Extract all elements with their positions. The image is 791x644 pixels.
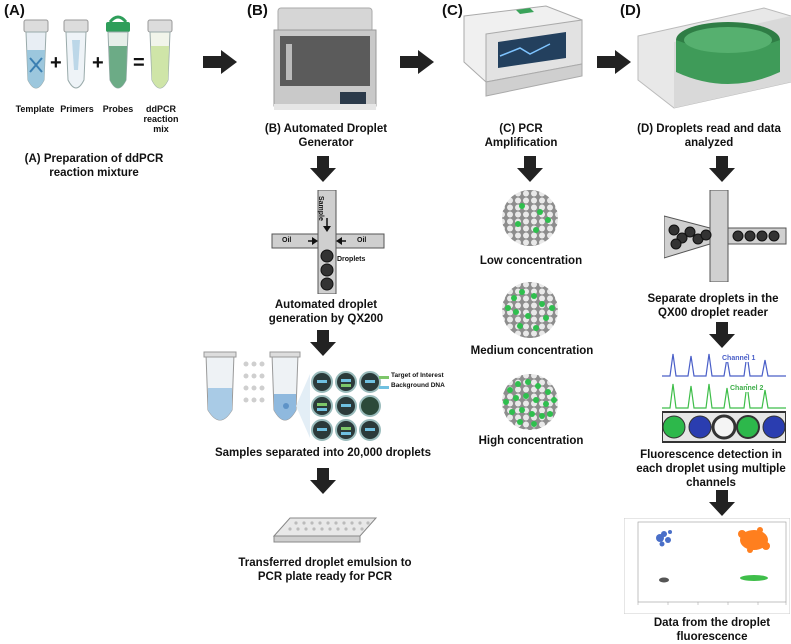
arrow-down-d1-icon: [709, 156, 735, 182]
equals-operator: =: [133, 52, 145, 74]
arrow-c-to-d-icon: [597, 50, 631, 74]
template-label: Template: [15, 104, 55, 114]
target-swatch-icon: [379, 376, 389, 379]
low-concentration-disc-icon: [502, 190, 558, 246]
primers-label: Primers: [60, 104, 94, 114]
channel-1-trace: [662, 353, 786, 377]
cluster-orange-icon: [738, 527, 770, 553]
tube-partition-illustration: [203, 351, 301, 421]
low-concentration-label: Low concentration: [479, 255, 583, 267]
panel-d-step3-caption: Fluorescence detection in each droplet u…: [636, 449, 786, 489]
oil-right-label: Oil: [357, 237, 367, 244]
legend-target-label: Target of Interest: [391, 372, 444, 379]
cluster-blue-icon: [656, 530, 672, 547]
droplets-label: Droplets: [337, 256, 366, 263]
primers-tube-icon: [63, 19, 89, 89]
reagent-tubes-illustration: [23, 15, 173, 89]
pcr-thermocycler-icon: [463, 5, 583, 97]
droplet-scatter-plot: [624, 518, 790, 614]
panel-letter-c: (C): [442, 2, 463, 19]
plus-operator-1: +: [50, 52, 62, 74]
arrow-down-b1-icon: [310, 156, 336, 182]
channel-1-label: Channel 1: [722, 355, 756, 362]
panel-a-caption: (A) Preparation of ddPCR reaction mixtur…: [24, 153, 164, 179]
high-concentration-label: High concentration: [478, 435, 584, 447]
high-concentration-disc-icon: [502, 374, 558, 430]
background-swatch-icon: [379, 386, 389, 389]
droplet-reader-machine-icon: [637, 7, 791, 109]
concentration-droplet-discs: [502, 190, 558, 430]
arrow-b-to-c-icon: [400, 50, 434, 74]
panel-b-step4-caption: Transferred droplet emulsion to PCR plat…: [238, 557, 412, 583]
arrow-down-d3-icon: [709, 490, 735, 516]
arrow-down-d2-icon: [709, 322, 735, 348]
probes-label: Probes: [102, 104, 134, 114]
plus-operator-2: +: [92, 52, 104, 74]
panel-d-step2-caption: Separate droplets in the QX00 droplet re…: [647, 293, 779, 319]
droplet-grid-illustration: [296, 371, 381, 441]
sample-label: Sample: [317, 196, 324, 221]
fluorescence-traces-diagram: [662, 353, 786, 443]
panel-d-caption: (D) Droplets read and data analyzed: [637, 123, 781, 149]
panel-b-step3-caption: Samples separated into 20,000 droplets: [214, 447, 432, 459]
arrow-a-to-b-icon: [203, 50, 237, 74]
pcr-plate-icon: [272, 517, 378, 543]
legend-swatches: [379, 376, 389, 389]
droplet-reader-channel-diagram: [664, 190, 787, 282]
panel-c-caption: (C) PCR Amplification: [484, 123, 558, 149]
channel-2-label: Channel 2: [730, 385, 764, 392]
medium-concentration-label: Medium concentration: [470, 345, 594, 357]
medium-concentration-disc-icon: [502, 282, 558, 338]
droplet-generator-machine-icon: [273, 7, 377, 110]
reaction-mix-label: ddPCR reaction mix: [143, 104, 179, 134]
panel-letter-a: (A): [4, 2, 25, 19]
panel-letter-b: (B): [247, 2, 268, 19]
panel-b-step2-caption: Automated droplet generation by QX200: [268, 299, 384, 325]
channel-2-trace: [662, 383, 786, 409]
arrow-down-b3-icon: [310, 468, 336, 494]
panel-letter-d: (D): [620, 2, 641, 19]
cluster-green-icon: [740, 575, 768, 581]
oil-left-label: Oil: [282, 237, 292, 244]
droplet-channel-cross-diagram: [271, 190, 385, 294]
cluster-grey-icon: [659, 577, 669, 583]
panel-b-caption: (B) Automated Droplet Generator: [264, 123, 388, 149]
reaction-mix-tube-icon: [147, 19, 173, 89]
template-tube-icon: [23, 19, 49, 89]
arrow-down-c1-icon: [517, 156, 543, 182]
probes-tube-icon: [106, 15, 130, 89]
legend-background-label: Background DNA: [391, 382, 445, 389]
